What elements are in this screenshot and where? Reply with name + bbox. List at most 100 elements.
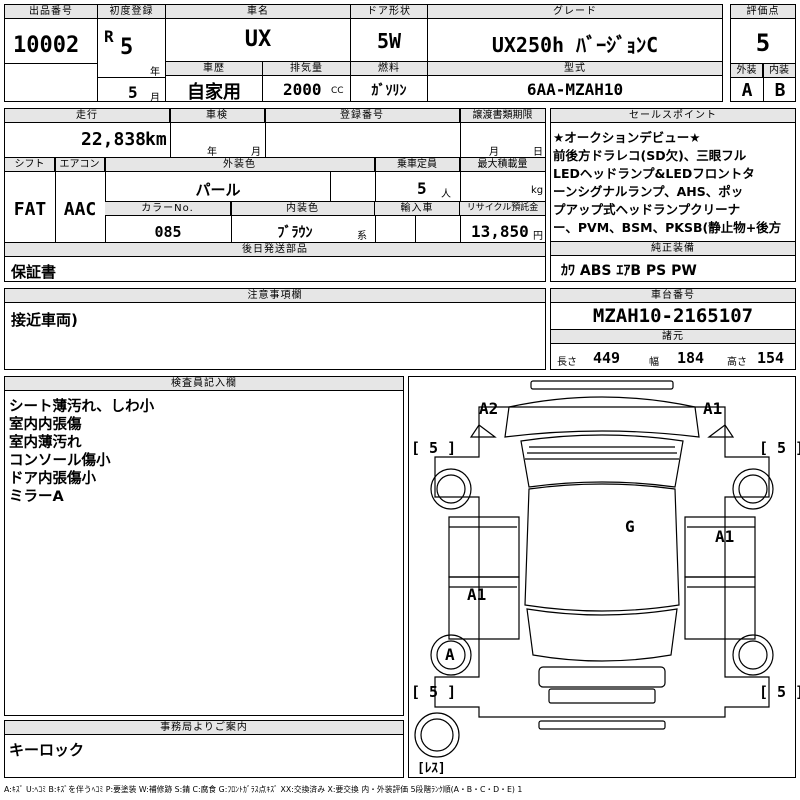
width-value: 184	[677, 349, 705, 367]
inspector-line: 室内薄汚れ	[9, 435, 82, 451]
sales-points-box: セールスポイント ★オークションデビュー★ 前後方ドラレコ(SD欠)、三眼フル …	[550, 108, 796, 242]
color-no-value: 085	[154, 223, 182, 241]
displacement-unit: CC	[331, 86, 344, 96]
first-reg-month-unit: 月	[150, 93, 160, 104]
legend: A:ｷｽﾞ U:ﾍｺﾐ B:ｷｽﾞを伴うﾍｺﾐ P:要塗装 W:補修跡 S:錆 …	[4, 785, 523, 794]
mileage-unit: km	[145, 129, 167, 150]
sales-line: 前後方ドラレコ(SD欠)、三眼フル	[553, 148, 747, 163]
mileage-label: 走行	[5, 109, 170, 123]
displacement-box: 排気量 2000 CC	[262, 61, 351, 102]
height-label: 高さ	[727, 357, 747, 368]
inspector-line: ミラーA	[9, 489, 64, 505]
score-int-label: 内装	[763, 64, 795, 78]
sales-line: ー、PVM、BSM、PKSB(静止物+後方	[553, 220, 782, 235]
score-box: 評価点 5 外装 内装 A B	[730, 4, 796, 102]
recycle-value: 13,850	[471, 222, 529, 241]
model-label: 型式	[428, 62, 722, 76]
sales-points-label: セールスポイント	[551, 109, 795, 123]
later-parts-value: 保証書	[11, 263, 57, 281]
aircon-label: エアコン	[55, 158, 105, 172]
mark-front-left: A2	[479, 399, 499, 418]
lot-label: 出品番号	[5, 5, 97, 19]
details-box: 走行 車検 登録番号 譲渡書類期限 22,838 km 年 月 月 日 シフト …	[4, 108, 546, 282]
mark-front-right: A1	[703, 399, 723, 418]
recycle-unit: 円	[533, 231, 543, 242]
grade-value: UX250h ﾊﾞｰｼﾞｮﾝC	[491, 33, 659, 57]
height-value: 154	[757, 349, 785, 367]
car-diagram: A2 A1 G A1 A1 A [ 5 ] [ 5 ] [ 5 ] [ 5 ] …	[408, 376, 800, 778]
notes-box: 注意事項欄 接近車両)	[4, 288, 546, 370]
door-box: ドア形状 5W	[350, 4, 428, 62]
first-reg-month: 5	[128, 83, 138, 102]
max-load-unit: kg	[531, 185, 544, 196]
grade-label: グレード	[428, 5, 722, 19]
sales-line: ★オークションデビュー★	[553, 130, 701, 145]
notes-label: 注意事項欄	[5, 289, 545, 303]
tread-spare: [ﾚｽ]	[417, 761, 446, 776]
car-outline-svg	[414, 380, 774, 758]
car-name-value: UX	[244, 27, 272, 52]
import-label: 輸入車	[375, 202, 460, 216]
lot-box: 出品番号 10002	[4, 4, 98, 102]
recycle-label: リサイクル預託金	[460, 202, 545, 216]
length-label: 長さ	[557, 357, 577, 368]
first-reg-era: R	[104, 27, 114, 46]
displacement-label: 排気量	[263, 62, 350, 76]
tread-front-left: [ 5 ]	[411, 439, 457, 457]
model-box: 型式 6AA-MZAH10	[427, 61, 723, 102]
inspector-line: コンソール傷小	[9, 453, 111, 469]
length-value: 449	[593, 349, 621, 367]
mark-left-door: A1	[467, 585, 487, 604]
first-reg-label: 初度登録	[98, 5, 165, 19]
equipment-value: ｶﾜ ABS ｴｱB PS PW	[561, 263, 697, 279]
history-box: 車歴 自家用	[165, 61, 263, 103]
tread-rear-left: [ 5 ]	[411, 683, 457, 701]
first-reg-box: 初度登録 R 5 年 5 月	[97, 4, 166, 104]
car-name-label: 車名	[166, 5, 350, 19]
tread-front-right: [ 5 ]	[759, 439, 800, 457]
chassis-label: 車台番号	[551, 289, 795, 303]
shift-label: シフト	[5, 158, 55, 172]
door-label: ドア形状	[351, 5, 427, 19]
score-ext: A	[741, 80, 753, 101]
mark-left-rear-wheel: A	[445, 645, 455, 664]
mileage-value: 22,838	[81, 129, 147, 150]
sales-line: LEDヘッドランプ&LEDフロントタ	[553, 166, 755, 181]
office-label: 事務局よりご案内	[5, 721, 403, 735]
max-load-label: 最大積載量	[460, 158, 545, 172]
sales-line: プアップ式ヘッドランプクリーナ	[553, 202, 741, 217]
history-value: 自家用	[187, 82, 241, 103]
equipment-label: 純正装備	[551, 242, 795, 256]
model-value: 6AA-MZAH10	[526, 80, 624, 99]
inspection-label: 車検	[170, 109, 265, 123]
transfer-day-unit: 日	[533, 147, 543, 158]
width-label: 幅	[649, 357, 659, 368]
aircon-value: AAC	[63, 199, 97, 220]
inspection-month-unit: 月	[251, 147, 261, 158]
color-no-label: カラーNo.	[105, 202, 231, 216]
lot-number: 10002	[13, 33, 80, 58]
capacity-label: 乗車定員	[375, 158, 460, 172]
first-reg-year-unit: 年	[150, 67, 160, 78]
fuel-label: 燃料	[351, 62, 427, 76]
score-int: B	[774, 80, 786, 101]
chassis-value: MZAH10-2165107	[592, 305, 754, 327]
tread-rear-right: [ 5 ]	[759, 683, 800, 701]
score-ext-label: 外装	[731, 64, 763, 78]
chassis-box: 車台番号 MZAH10-2165107 諸元 長さ 449 幅 184 高さ 1…	[550, 288, 796, 370]
interior-color-unit: 系	[357, 231, 367, 242]
transfer-month-unit: 月	[489, 147, 499, 158]
capacity-value: 5	[417, 179, 427, 198]
sales-line: ーンシグナルランプ、AHS、ポッ	[553, 184, 744, 199]
exterior-color-value: パール	[195, 181, 241, 199]
score-value: 5	[755, 29, 771, 57]
reg-number-label: 登録番号	[265, 109, 460, 123]
fuel-value: ｶﾞｿﾘﾝ	[371, 83, 407, 99]
first-reg-year: 5	[120, 35, 134, 60]
shift-value: FAT	[13, 199, 47, 220]
inspector-line: シート薄汚れ、しわ小	[9, 399, 155, 415]
interior-color-label: 内装色	[231, 202, 375, 216]
transfer-label: 譲渡書類期限	[460, 109, 545, 123]
equipment-box: 純正装備 ｶﾜ ABS ｴｱB PS PW	[550, 241, 796, 282]
exterior-color-label: 外装色	[105, 158, 375, 172]
